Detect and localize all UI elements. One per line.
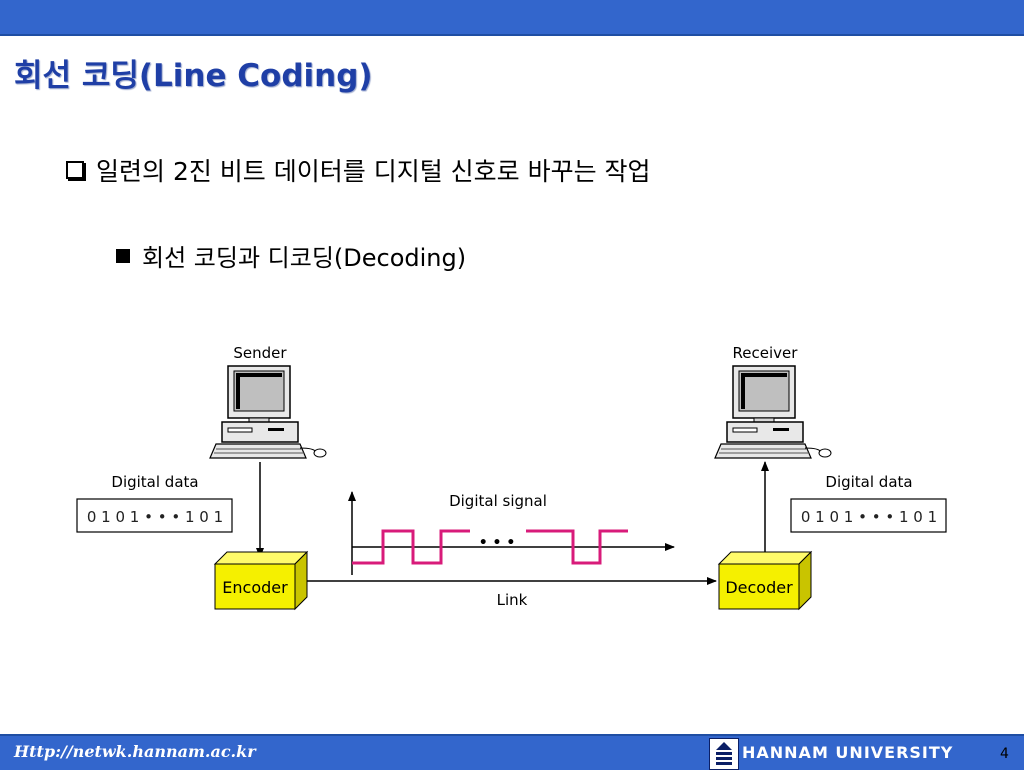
square-bullet-icon [116,248,130,263]
sender-label: Sender [233,344,287,362]
sender-computer-icon [209,365,327,459]
receiver-bits: 0 1 0 1 • • • 1 0 1 [801,508,937,526]
signal-ellipsis: • • • [479,535,516,551]
decoder-box: Decoder [717,550,813,611]
receiver-label: Receiver [733,344,799,362]
bullet-item-1: 일련의 2진 비트 데이터를 디지털 신호로 바꾸는 작업 [60,152,651,188]
university-logo-icon [709,738,739,770]
decoder-label: Decoder [725,578,793,597]
bullet-1-text: 일련의 2진 비트 데이터를 디지털 신호로 바꾸는 작업 [96,157,651,186]
sender-data-label: Digital data [111,473,198,491]
digital-signal-wave-left [352,529,470,565]
receiver-computer-icon [714,365,832,459]
sender-bits: 0 1 0 1 • • • 1 0 1 [87,508,223,526]
slide-title: 회선 코딩(Line Coding) [14,58,373,94]
bullet-2-text: 회선 코딩과 디코딩(Decoding) [142,244,467,272]
footer-url: Http://netwk.hannam.ac.kr [14,742,256,761]
sender-data-box [76,498,233,533]
university-name: HANNAM UNIVERSITY [742,743,954,762]
bottom-bar: Http://netwk.hannam.ac.kr HANNAM UNIVERS… [0,734,1024,770]
signal-label: Digital signal [449,492,547,510]
top-bar [0,0,1024,36]
link-label: Link [497,591,528,609]
receiver-data-label: Digital data [825,473,912,491]
bullet-item-2: 회선 코딩과 디코딩(Decoding) [116,238,466,273]
receiver-data-box [790,498,947,533]
checkbox-bullet-icon [66,161,84,179]
digital-signal-wave-right [526,529,628,565]
encoder-label: Encoder [222,578,288,597]
encoder-box: Encoder [213,550,309,611]
page-number: 4 [1000,746,1009,762]
